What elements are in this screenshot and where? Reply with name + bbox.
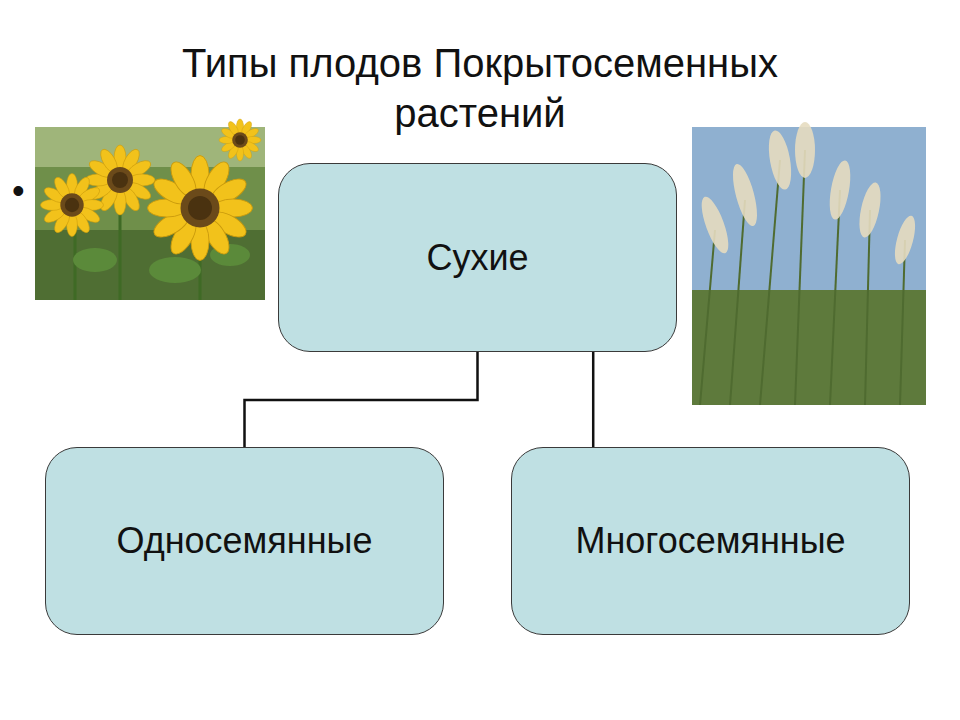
title: Типы плодов Покрытосеменных растений bbox=[100, 38, 860, 138]
connector-line bbox=[245, 352, 478, 447]
fruit-type-box: Многосемянные bbox=[511, 447, 910, 635]
box-label: Многосемянные bbox=[575, 520, 845, 562]
fruit-type-box: Сухие bbox=[278, 163, 677, 352]
sunflower-photo bbox=[35, 119, 265, 300]
fruit-type-box: Односемянные bbox=[45, 447, 444, 635]
bullet-mark: • bbox=[12, 170, 25, 212]
connector-line bbox=[592, 352, 595, 447]
box-label: Односемянные bbox=[116, 520, 372, 562]
grass-photo bbox=[692, 122, 926, 405]
box-label: Сухие bbox=[426, 237, 528, 279]
